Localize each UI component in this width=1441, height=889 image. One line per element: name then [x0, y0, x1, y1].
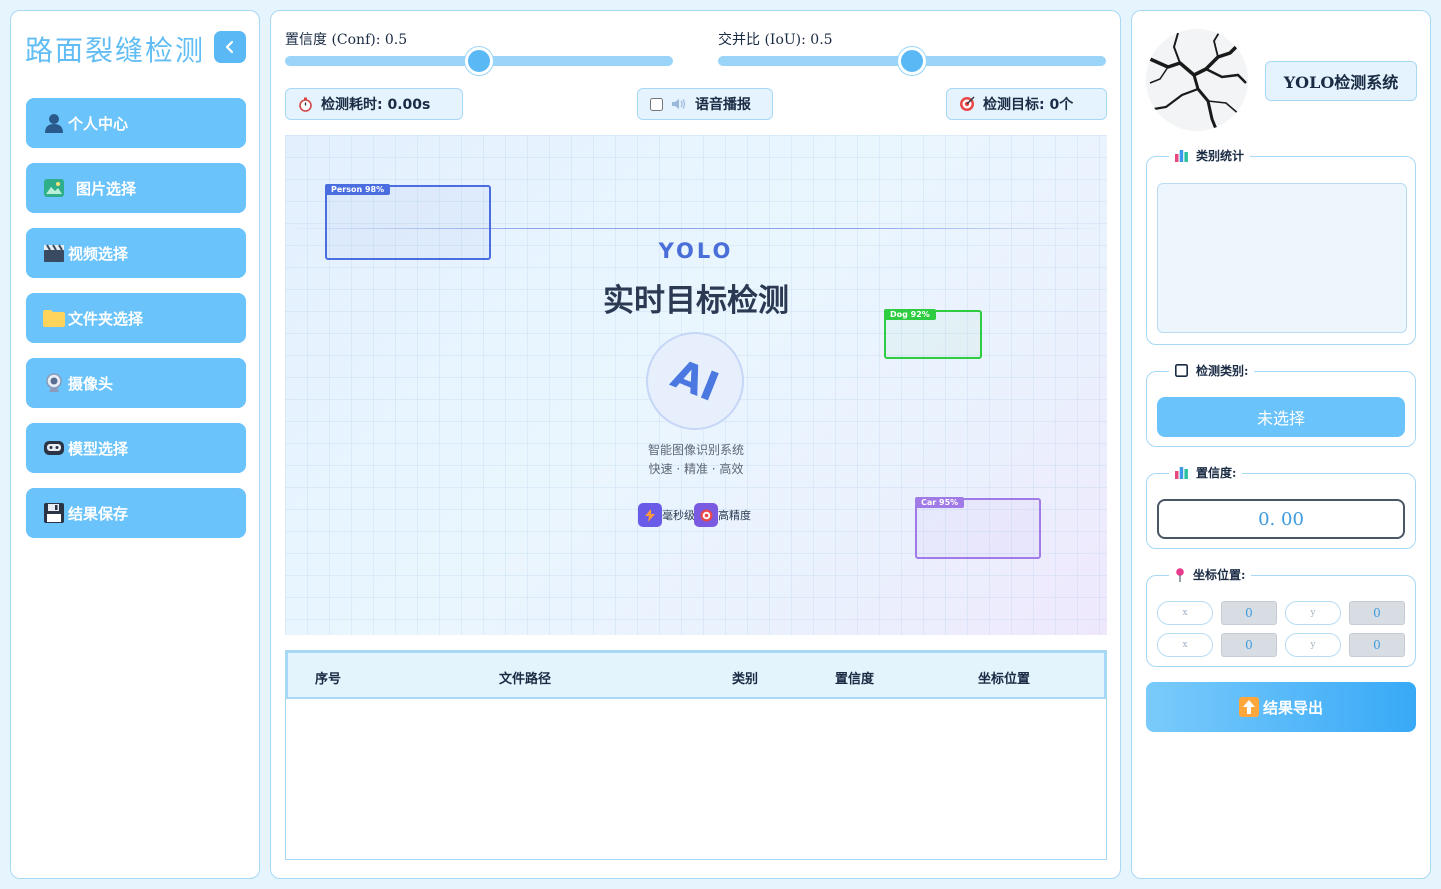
info-panel: YOLO检测系统 类别统计 检测类别: 未选择 置信度: 0. 00 [1131, 10, 1431, 879]
bbox-label: Car 95% [915, 497, 965, 508]
bbox-car: Car 95% [915, 497, 1041, 559]
chevron-left-icon [225, 40, 234, 54]
nav-image-button[interactable]: 图片选择 [26, 163, 246, 213]
app-title: 路面裂缝检测 [25, 34, 206, 67]
conf-slider-thumb[interactable] [465, 47, 493, 75]
col-coordinates[interactable]: 坐标位置 [978, 672, 1031, 687]
feature-speed: 毫秒级 [638, 503, 695, 527]
nav-profile-button[interactable]: 个人中心 [26, 98, 246, 148]
nav-model-button[interactable]: 模型选择 [26, 423, 246, 473]
model-icon [42, 436, 66, 460]
checkbox-icon [1175, 364, 1188, 377]
feature-accuracy: 高精度 [694, 503, 751, 527]
class-stats-chart-area [1157, 183, 1407, 333]
bbox-person: Person 98% [325, 184, 491, 260]
nav-label: 图片选择 [76, 179, 137, 198]
scan-line [285, 228, 1107, 229]
preview-headline: 实时目标检测 [603, 283, 789, 319]
nav-label: 摄像头 [68, 374, 114, 393]
confidence-value: 0. 00 [1157, 499, 1405, 539]
crack-logo [1146, 29, 1248, 131]
results-table: 序号 文件路径 类别 置信度 坐标位置 [285, 650, 1107, 860]
stopwatch-icon [298, 97, 313, 112]
detected-count-display: 检测目标: 0个 [946, 88, 1107, 120]
xmin-key: x [1157, 601, 1213, 625]
target-icon [959, 96, 975, 112]
nav-label: 文件夹选择 [68, 309, 144, 328]
floppy-disk-icon [42, 501, 66, 525]
col-index[interactable]: 序号 [315, 672, 342, 687]
bar-chart-icon [1175, 466, 1188, 479]
detection-time-display: 检测耗时: 0.00s [285, 88, 463, 120]
col-file-path[interactable]: 文件路径 [499, 672, 552, 687]
ymax-value: 0 [1349, 633, 1405, 657]
coordinates-legend: 坐标位置: [1169, 566, 1252, 583]
ymax-key: y [1285, 633, 1341, 657]
lightning-icon [638, 503, 662, 527]
detection-class-legend: 检测类别: [1169, 362, 1255, 379]
class-select-dropdown[interactable]: 未选择 [1157, 397, 1405, 437]
ymin-key: y [1285, 601, 1341, 625]
ymin-value: 0 [1349, 601, 1405, 625]
nav-label: 结果保存 [68, 504, 129, 523]
target-icon [694, 503, 718, 527]
export-results-button[interactable]: 结果导出 [1146, 682, 1416, 732]
xmax-key: x [1157, 633, 1213, 657]
sidebar: 路面裂缝检测 个人中心 图片选择 视频选择 文件夹选择 摄像头 [10, 10, 260, 879]
xmin-value: 0 [1221, 601, 1277, 625]
col-class[interactable]: 类别 [732, 672, 759, 687]
iou-slider-label: 交并比 (IoU): 0.5 [718, 32, 833, 48]
preview-tagline: 快速 · 精准 · 高效 [648, 462, 744, 476]
ai-logo: AI [646, 332, 744, 430]
confidence-section: 置信度: 0. 00 [1146, 464, 1416, 549]
bbox-label: Person 98% [325, 184, 391, 195]
feature-label: 毫秒级 [662, 509, 695, 522]
nav-video-button[interactable]: 视频选择 [26, 228, 246, 278]
folder-icon [42, 306, 66, 330]
nav-label: 模型选择 [68, 439, 129, 458]
preview-subtitle: 智能图像识别系统 [647, 443, 744, 457]
preview-brand: YOLO [658, 239, 734, 263]
speaker-icon [671, 98, 687, 110]
voice-checkbox[interactable] [650, 97, 663, 111]
feature-label: 高精度 [718, 509, 751, 522]
voice-label: 语音播报 [695, 97, 751, 113]
iou-slider-thumb[interactable] [898, 47, 926, 75]
detection-class-section: 检测类别: 未选择 [1146, 362, 1416, 447]
system-title: YOLO检测系统 [1265, 61, 1417, 101]
bbox-dog: Dog 92% [884, 309, 982, 359]
upload-arrow-icon [1238, 697, 1259, 717]
main-panel: 置信度 (Conf): 0.5 交并比 (IoU): 0.5 检测耗时: 0.0… [270, 10, 1121, 879]
bar-chart-icon [1175, 149, 1188, 162]
pushpin-icon [1175, 567, 1185, 582]
table-header: 序号 文件路径 类别 置信度 坐标位置 [286, 651, 1106, 699]
nav-save-button[interactable]: 结果保存 [26, 488, 246, 538]
nav-camera-button[interactable]: 摄像头 [26, 358, 246, 408]
xmax-value: 0 [1221, 633, 1277, 657]
image-icon [42, 176, 66, 200]
nav-label: 个人中心 [68, 114, 129, 133]
ai-logo-text: AI [665, 351, 725, 411]
detection-preview: Person 98% Dog 92% Car 95% YOLO 实时目标检测 A… [285, 135, 1107, 635]
voice-toggle[interactable]: 语音播报 [637, 88, 773, 120]
webcam-icon [42, 371, 66, 395]
coordinates-section: 坐标位置: x 0 y 0 x 0 y 0 [1146, 566, 1416, 667]
class-stats-section: 类别统计 [1146, 147, 1416, 345]
nav-label: 视频选择 [68, 244, 129, 263]
collapse-sidebar-button[interactable] [214, 31, 246, 63]
conf-slider-label: 置信度 (Conf): 0.5 [285, 32, 408, 48]
bbox-label: Dog 92% [884, 309, 936, 320]
class-stats-legend: 类别统计 [1169, 147, 1251, 164]
nav-folder-button[interactable]: 文件夹选择 [26, 293, 246, 343]
clapperboard-icon [42, 241, 66, 265]
confidence-legend: 置信度: [1169, 464, 1243, 481]
detected-count-text: 检测目标: 0个 [983, 97, 1074, 113]
detection-time-text: 检测耗时: 0.00s [321, 97, 431, 113]
col-confidence[interactable]: 置信度 [835, 672, 875, 687]
user-icon [42, 111, 66, 135]
